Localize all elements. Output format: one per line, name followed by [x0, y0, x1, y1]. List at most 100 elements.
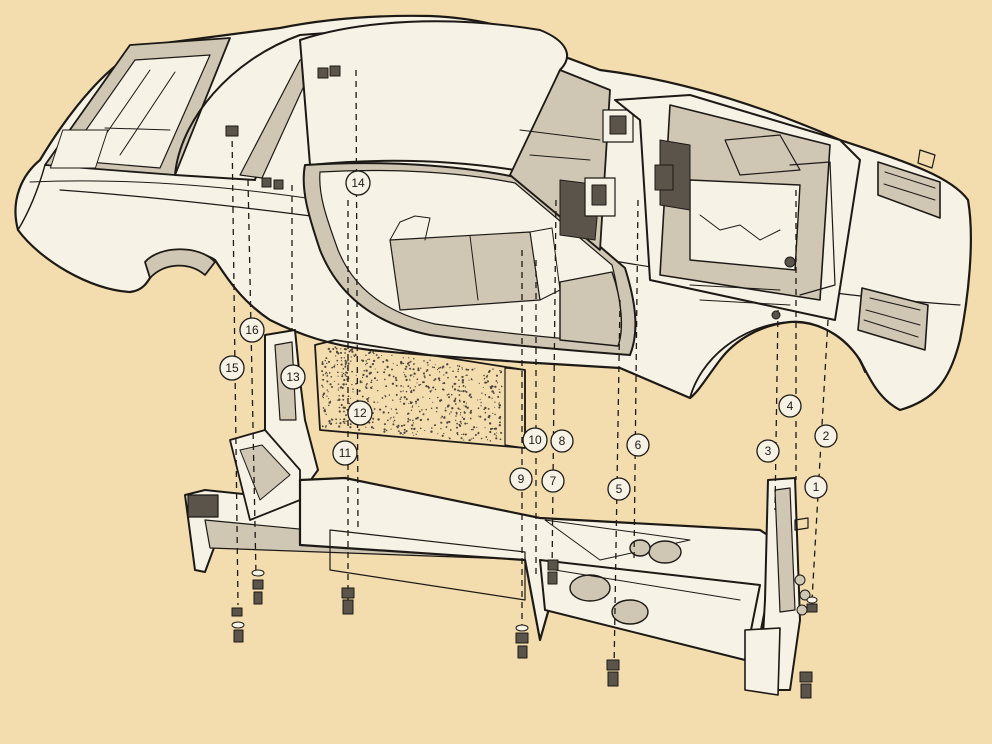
stipple-dot — [498, 388, 500, 390]
stipple-dot — [443, 382, 446, 385]
stipple-dot — [464, 422, 467, 425]
stipple-dot — [379, 408, 382, 411]
stipple-dot — [494, 413, 496, 416]
stipple-dot — [499, 371, 502, 374]
stipple-dot — [476, 426, 478, 428]
stipple-dot — [448, 393, 450, 395]
stipple-dot — [358, 389, 361, 393]
stipple-dot — [493, 427, 496, 430]
callout-9: 9 — [509, 467, 533, 491]
stipple-dot — [358, 428, 361, 431]
stipple-dot — [436, 368, 439, 371]
stipple-dot — [417, 367, 420, 370]
stipple-dot — [436, 411, 438, 413]
stipple-dot — [434, 378, 437, 381]
stipple-dot — [337, 371, 339, 374]
stipple-dot — [395, 408, 398, 411]
stipple-dot — [336, 359, 339, 362]
stipple-dot — [343, 422, 346, 425]
svg-text:11: 11 — [339, 446, 352, 460]
stipple-dot — [349, 423, 352, 426]
stipple-dot — [463, 411, 466, 414]
stipple-dot — [392, 421, 394, 423]
stipple-dot — [340, 403, 343, 407]
stipple-dot — [499, 421, 501, 424]
stipple-dot — [402, 402, 406, 405]
stipple-dot — [484, 406, 487, 410]
bolt-icon — [515, 624, 529, 659]
stipple-dot — [402, 357, 404, 359]
stipple-dot — [404, 368, 407, 370]
stipple-dot — [493, 392, 495, 395]
stipple-dot — [466, 406, 469, 409]
stipple-dot — [415, 403, 417, 405]
stipple-dot — [403, 374, 406, 376]
stipple-dot — [498, 417, 501, 420]
stipple-dot — [429, 359, 431, 361]
stipple-dot — [409, 374, 412, 377]
stipple-dot — [341, 387, 344, 389]
stipple-dot — [416, 398, 420, 401]
stipple-dot — [413, 372, 416, 375]
stipple-dot — [409, 378, 411, 380]
stipple-dot — [390, 408, 393, 410]
stipple-dot — [377, 401, 379, 403]
stipple-dot — [409, 419, 411, 421]
stipple-dot — [327, 360, 331, 363]
stipple-dot — [484, 411, 487, 414]
stipple-dot — [476, 399, 479, 401]
stipple-dot — [322, 393, 325, 396]
stipple-dot — [345, 371, 348, 374]
stipple-dot — [461, 416, 464, 418]
stipple-dot — [400, 390, 402, 393]
stipple-dot — [393, 416, 395, 418]
stipple-dot — [453, 399, 456, 403]
stipple-dot — [419, 427, 422, 430]
stipple-dot — [468, 394, 471, 397]
stipple-dot — [409, 400, 411, 402]
stipple-dot — [463, 405, 465, 407]
stipple-dot — [416, 382, 418, 384]
stipple-dot — [392, 375, 395, 378]
stipple-dot — [434, 364, 436, 366]
stipple-dot — [407, 417, 409, 420]
stipple-dot — [340, 357, 343, 359]
stipple-dot — [321, 425, 324, 428]
stipple-dot — [337, 383, 340, 385]
stipple-dot — [409, 367, 412, 370]
stipple-dot — [500, 385, 503, 388]
stipple-dot — [345, 383, 348, 386]
stipple-dot — [328, 422, 331, 424]
stipple-dot — [400, 360, 403, 364]
stipple-dot — [498, 406, 501, 409]
stipple-dot — [321, 361, 324, 363]
stipple-dot — [327, 404, 330, 407]
stipple-dot — [408, 402, 410, 404]
stipple-dot — [343, 379, 346, 382]
stipple-dot — [326, 380, 329, 383]
stipple-dot — [368, 421, 371, 424]
stipple-dot — [461, 433, 463, 436]
stipple-dot — [337, 375, 339, 377]
stipple-dot — [415, 417, 417, 420]
stipple-dot — [326, 362, 328, 364]
stipple-dot — [458, 390, 461, 392]
stipple-dot — [353, 355, 356, 358]
fasteners — [225, 65, 818, 699]
stipple-dot — [361, 376, 364, 379]
stipple-dot — [437, 433, 439, 435]
stipple-dot — [324, 426, 327, 428]
stipple-dot — [380, 354, 383, 357]
stipple-dot — [338, 410, 341, 413]
stipple-dot — [328, 401, 331, 404]
stipple-dot — [427, 419, 429, 421]
stipple-dot — [414, 386, 416, 388]
stipple-dot — [341, 371, 343, 373]
stipple-dot — [383, 430, 386, 433]
stipple-dot — [418, 405, 420, 407]
stipple-dot — [324, 373, 327, 375]
stipple-dot — [326, 389, 328, 391]
stipple-dot — [409, 361, 411, 364]
stipple-dot — [369, 351, 372, 354]
stipple-dot — [465, 374, 467, 376]
